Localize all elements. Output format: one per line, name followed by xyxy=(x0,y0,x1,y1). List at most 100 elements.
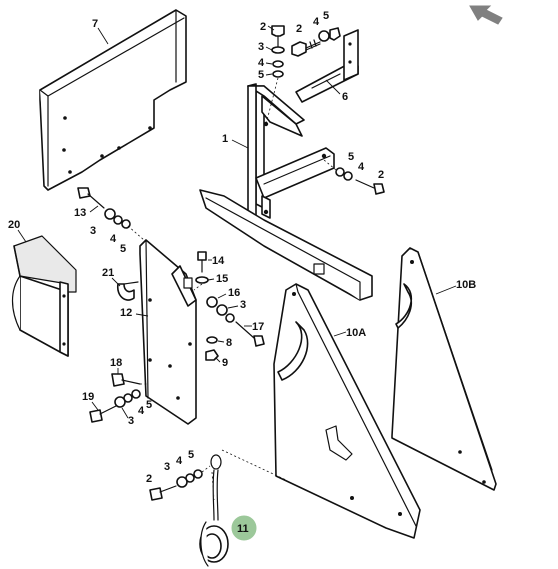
leader-5-top xyxy=(265,73,273,76)
leader-8 xyxy=(217,340,225,343)
callout-2-right: 2 xyxy=(378,169,384,181)
callout-1: 1 xyxy=(222,133,228,145)
bolt-shank-13 xyxy=(87,193,105,209)
callout-21: 21 xyxy=(102,267,114,279)
callout-16: 16 xyxy=(228,287,240,299)
callout-3-13: 3 xyxy=(90,225,96,237)
leader-3-16 xyxy=(227,305,239,309)
callout-5-19: 5 xyxy=(146,399,152,411)
callout-5-right: 5 xyxy=(348,151,354,163)
leader-10B xyxy=(435,285,457,295)
leader-16 xyxy=(217,293,227,299)
callout-4-13: 4 xyxy=(110,233,117,245)
washer-bottom-3 xyxy=(176,476,188,488)
callout-2-topright: 2 xyxy=(296,23,302,35)
washer-15 xyxy=(195,276,209,284)
callout-13: 13 xyxy=(74,207,86,219)
leader-20 xyxy=(17,229,27,243)
bolt-head-13 xyxy=(77,187,91,199)
callout-5-13: 5 xyxy=(120,243,126,255)
leader-9 xyxy=(215,357,221,363)
part-11-lynch-pin-cable xyxy=(199,449,287,567)
dash-13 xyxy=(127,225,145,241)
callout-18: 18 xyxy=(110,357,122,369)
washer-bottom-4 xyxy=(185,473,195,483)
callout-11-badge[interactable]: 11 xyxy=(231,515,257,541)
dash-11-a xyxy=(221,449,287,481)
leader-3-top xyxy=(265,46,273,51)
callout-10A: 10A xyxy=(346,327,366,339)
washer-13-3 xyxy=(104,208,116,220)
back-arrow-icon[interactable] xyxy=(469,5,503,25)
bolt-shank-17 xyxy=(235,321,255,339)
callout-3-16: 3 xyxy=(240,299,246,311)
callout-12: 12 xyxy=(120,307,132,319)
bolt-head-17 xyxy=(253,335,265,347)
nut-right-5 xyxy=(335,167,345,177)
leader-12 xyxy=(135,313,149,317)
callout-4-19: 4 xyxy=(138,405,145,417)
bolt-head-top-2 xyxy=(271,25,285,37)
callout-3-top: 3 xyxy=(258,41,264,53)
callout-2-bottom: 2 xyxy=(146,473,152,485)
leader-6 xyxy=(325,79,341,95)
part-7-plate xyxy=(39,9,187,191)
leader-13 xyxy=(89,205,99,213)
leader-21 xyxy=(111,277,121,287)
callout-2-top: 2 xyxy=(260,21,266,33)
dash-top xyxy=(265,77,279,125)
leader-2-top xyxy=(267,25,275,31)
washer-19-4 xyxy=(123,393,133,403)
nut-19-5 xyxy=(131,389,141,399)
part-12-side-plate xyxy=(139,239,197,425)
callout-4-topright: 4 xyxy=(313,16,320,28)
bolt-shank-19 xyxy=(99,405,117,415)
callout-15: 15 xyxy=(216,273,228,285)
bolt-head-right-2 xyxy=(373,183,385,195)
washer-17a xyxy=(225,313,235,323)
bolt-head-19 xyxy=(89,409,103,423)
leader-15 xyxy=(207,278,215,281)
washer-top-3 xyxy=(271,46,285,54)
callout-7: 7 xyxy=(92,18,98,30)
nut-top-5 xyxy=(329,27,341,41)
leader-4-top xyxy=(265,62,273,65)
callout-4-top: 4 xyxy=(258,57,265,69)
callout-14: 14 xyxy=(212,255,225,267)
bolt-shank-bottom-2 xyxy=(159,485,177,493)
callout-6: 6 xyxy=(342,91,348,103)
callout-4-bottom: 4 xyxy=(176,455,183,467)
callout-10B: 10B xyxy=(456,279,476,291)
bolt-shank-18 xyxy=(121,379,141,385)
washer-top-4b xyxy=(272,60,284,68)
callout-3-19: 3 xyxy=(128,415,134,427)
bolt-head-bottom-2 xyxy=(149,487,163,501)
part-10A-plate xyxy=(273,283,421,539)
callout-3-bottom: 3 xyxy=(164,461,170,473)
washer-top-4 xyxy=(318,30,330,42)
nut-top-5b xyxy=(272,70,284,78)
hardware-top-bolt-2 xyxy=(291,39,321,57)
callout-5-top: 5 xyxy=(258,69,264,81)
leader-10A xyxy=(333,331,347,337)
callout-17: 17 xyxy=(252,321,264,333)
leader-1 xyxy=(231,139,249,149)
dash-15 xyxy=(193,283,203,291)
bolt-shank-right-2 xyxy=(355,179,375,189)
washer-right-4 xyxy=(343,171,353,181)
callout-11: 11 xyxy=(237,523,249,535)
callout-20: 20 xyxy=(8,219,20,231)
washer-13-4 xyxy=(113,215,123,225)
washer-16 xyxy=(206,296,218,308)
nut-bottom-5 xyxy=(193,469,203,479)
leader-3-19 xyxy=(121,407,129,419)
bolt-head-18 xyxy=(111,373,125,387)
leader-7 xyxy=(97,27,109,45)
leader-19 xyxy=(91,401,99,411)
part-6-bracket xyxy=(295,29,359,103)
washer-3-16 xyxy=(216,304,228,316)
part-10B-plate xyxy=(391,247,497,491)
part-20-bracket xyxy=(11,235,77,357)
